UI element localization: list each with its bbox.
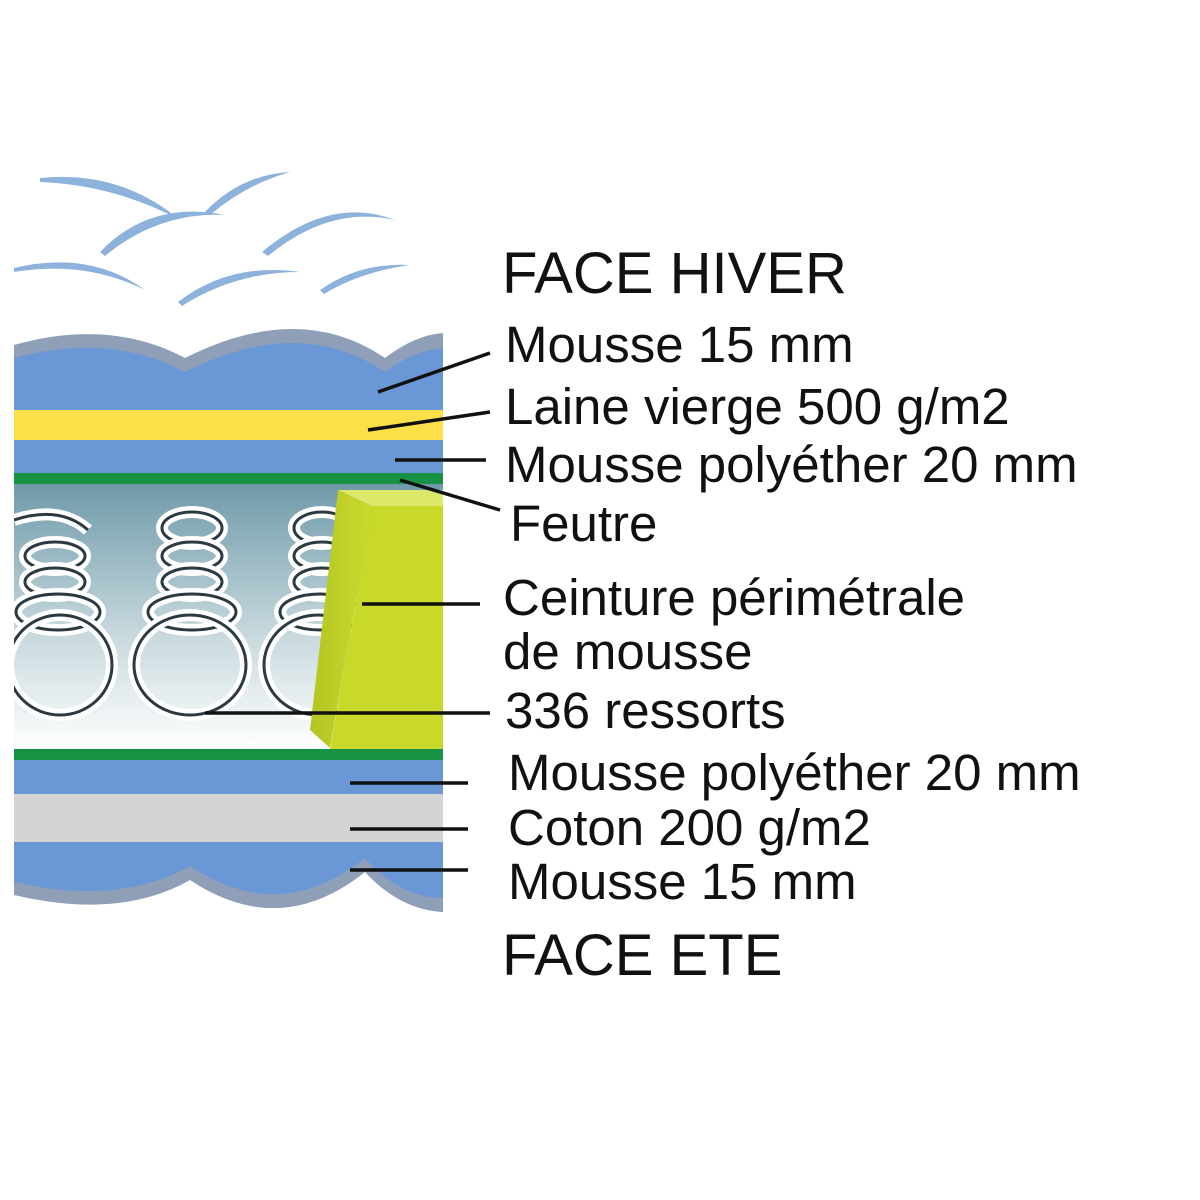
label-coton: Coton 200 g/m2 xyxy=(508,799,871,856)
spring-2 xyxy=(128,506,252,721)
label-mousse-15-top: Mousse 15 mm xyxy=(505,316,854,373)
cloud-arc-7 xyxy=(320,264,410,294)
leader-laine xyxy=(367,410,491,432)
leader-mousse-top xyxy=(377,351,491,394)
felt-bottom-layer xyxy=(14,749,443,760)
label-polyether-top: Mousse polyéther 20 mm xyxy=(505,436,1078,493)
label-ressorts: 336 ressorts xyxy=(505,682,786,739)
face-hiver-title: FACE HIVER xyxy=(502,241,847,306)
cloud-arc-1 xyxy=(40,176,180,220)
leader-feutre xyxy=(399,478,501,512)
perimeter-foam-block xyxy=(310,490,443,750)
springs xyxy=(14,506,378,721)
labels: FACE HIVER Mousse 15 mm Laine vierge 500… xyxy=(502,241,1081,988)
comfort-cloud-arcs xyxy=(14,172,410,306)
label-ceinture-line2: de mousse xyxy=(503,623,752,680)
label-polyether-bottom: Mousse polyéther 20 mm xyxy=(508,744,1081,801)
mattress-body xyxy=(14,329,443,912)
leader-lines xyxy=(205,351,501,872)
cloud-arc-4 xyxy=(262,212,395,256)
felt-top-layer xyxy=(14,473,443,484)
label-mousse-15-bottom: Mousse 15 mm xyxy=(508,853,857,910)
foam-block-front xyxy=(330,506,443,750)
label-ceinture-line1: Ceinture périmétrale xyxy=(503,569,965,626)
label-laine-vierge: Laine vierge 500 g/m2 xyxy=(505,378,1010,435)
cloud-arc-5 xyxy=(14,262,145,290)
polyether-top-layer xyxy=(14,440,443,473)
cotton-layer xyxy=(14,794,443,842)
face-ete-title: FACE ETE xyxy=(502,923,782,988)
cloud-arc-2 xyxy=(205,172,290,215)
cloud-arc-3 xyxy=(100,211,225,256)
spring-1 xyxy=(14,508,118,721)
wool-layer xyxy=(14,410,443,440)
foam-block-top xyxy=(338,490,443,506)
top-quilt-foam xyxy=(14,343,443,410)
cloud-arc-6 xyxy=(178,270,300,306)
foam-block-side xyxy=(310,490,372,748)
polyether-bottom-layer xyxy=(14,760,443,794)
bottom-quilt-foam xyxy=(14,842,443,898)
label-feutre: Feutre xyxy=(510,495,657,552)
